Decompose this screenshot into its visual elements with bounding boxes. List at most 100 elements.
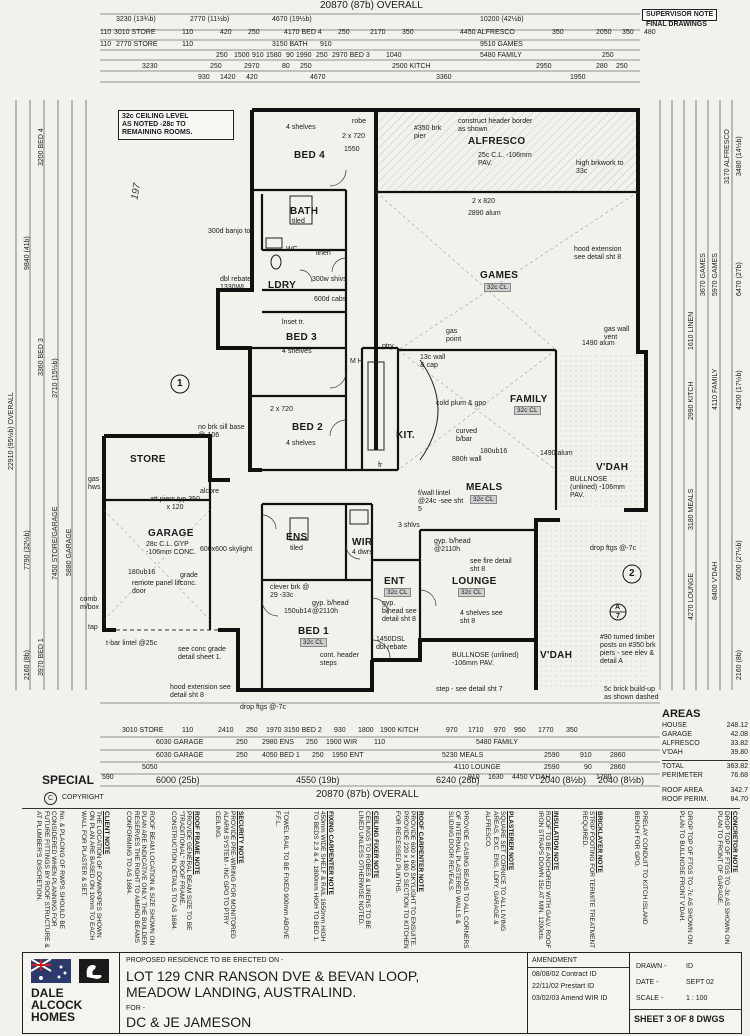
top-dim-row-6: 930 1420 420 4670 3360 1950 [198,74,586,81]
bed1-gyp: gyp. b/head @2110h [312,600,349,615]
room-bath: BATH [290,206,319,217]
alcore-label: alcore [200,488,220,495]
ldry-shivs: 300w shivs [312,276,347,283]
garage-panel: remote panel lift door [132,580,182,595]
right-dimension-lines [659,100,733,690]
bottom-dim-row-6: 6000 (25b) 4550 (19b) 6240 (26b) 2040 (8… [156,775,645,785]
note-title: CLIENT NOTE [102,811,110,855]
bed1-clever: clever brk @ 29 -33c [270,584,310,599]
note-title: ROOF FRAME NOTE [192,811,200,875]
dsl-label: 1450DSL dbl rebate [376,636,408,651]
room-lounge: LOUNGE [452,576,497,587]
scale-label: SCALE - [636,995,664,1002]
top-dim-row-1: 3230 (13¾b) 2770 (11½b) 4670 (19½b) 1020… [116,16,524,23]
amendment-row: 03/02/03 Amend WIR ID [532,995,608,1002]
note-body: ROOF TO BE ANCHORED WITH GALV. ROOF IRON… [536,811,552,949]
garage-lintel: t-bar lintel @25c [106,640,158,647]
title-block: DALE ALCOCK HOMES PROPOSED RESIDENCE TO … [22,952,742,1034]
garage-180ub: 180ub16 [128,569,156,576]
bed4-dim2: 1550 [344,146,360,153]
supervisor-note-label: SUPERVISOR NOTE [642,9,718,21]
right-dim-meals: 3180 MEALS [688,488,695,530]
final-drawings-label: FINAL DRAWINGS [646,21,707,28]
amendment-row: 22/11/02 Prestart ID [532,983,595,990]
bottom-dim-row-3: 6030 GARAGE 250 4050 BED 1 250 1950 ENT … [156,752,626,759]
note-body: STRIP FOOTING FOR TERMITE TREATMENT REQU… [581,811,596,948]
garage-grade: grade conc. [180,572,198,587]
amendment-block: AMENDMENT 08/08/02 Contract ID 22/11/02 … [527,953,630,1033]
left-dim-bed4: 3200 BED 4 [38,128,45,166]
garage-hood: hood extension see detail sht 8 [170,684,231,699]
alfresco-brkwork: high brkwork to 33c [576,160,624,175]
right-dim-linen: 1610 LINEN [688,311,695,350]
date-label: DATE - [636,979,659,986]
overall-dimension-bottom: 20870 (87b) OVERALL [316,789,419,800]
note-title: BRICKLAYER NOTE [596,811,604,873]
family-alum: 1490 alum [540,450,573,457]
bottom-dimension-lines [100,702,660,787]
room-kit: KIT. [396,430,415,441]
games-alum: 1490 alum [582,340,615,347]
right-dim-games2: 3670 GAMES [700,253,707,296]
meals-shlvs: 3 shlvs [398,522,420,529]
bed4-robe: robe [352,118,367,125]
left-dim-seg3: 2160 (8b) [24,650,31,680]
note-title: PLASTERER NOTE [506,811,514,871]
flag-icon [31,959,71,983]
vdah2-posts: #90 turned timber posts on #350 brk pier… [600,634,656,665]
drawing-info-block: DRAWN - ID DATE - SEPT 02 SCALE - 1 : 10… [629,953,742,1033]
address-line1: LOT 129 CNR RANSON DVE & BEVAN LOOP, [126,968,420,984]
games-hood: hood extension see detail sht 8 [574,246,622,261]
note-body: DROP TOP OF FTGS TO -3c AS SHOWN ON PLAN… [716,811,731,945]
areas-row: ROOF PERIM.84.70 [662,796,748,803]
bottom-dim-row-2: 6030 GARAGE 250 2980 ENS 250 1900 WIR 11… [156,739,518,746]
bottom-dim-row-4: 5050 4110 LOUNGE 2590 90 2860 [142,764,626,771]
exterior-walls [102,108,648,692]
top-dim-row-4: 250 1500 910 1580 90 1990 250 2970 BED 3… [216,52,614,59]
room-bed2: BED 2 [292,422,323,433]
note-title: CEILING FIXER NOTE [372,811,379,879]
note-column: DROP TOP OF FTGS TO -7c AS SHOWN ON PLAN… [650,809,695,951]
wir-dwrs: 4 dwrs [352,549,373,556]
bed2-shelves: 4 shelves [286,440,316,447]
note-body: No. & PLACING OF RWPS SHOULD BE CONSIDER… [35,811,65,948]
room-ens: ENS [286,532,308,543]
left-dim-seg1: 9840 (41b) [24,236,31,270]
for-label: FOR - [126,1005,146,1012]
overall-dimension-top: 20870 (87b) OVERALL [320,0,423,11]
bottom-dim-row-1: 3010 STORE 110 2410 250 1970 3150 BED 2 … [122,727,578,734]
bed4-shelves: 4 shelves [286,124,316,131]
bed4-dim: 2 x 720 [342,133,365,140]
bed3-shelves: 4 shelves [282,348,312,355]
door-swings [261,169,437,659]
room-store: STORE [130,454,166,465]
family-vent: gas wall vent [604,326,630,341]
proposed-label: PROPOSED RESIDENCE TO BE ERECTED ON - [126,957,284,964]
drop-ftgs-right: drop ftgs @-7c [590,545,637,552]
room-ldry: LDRY [268,280,297,291]
note-title: CONCRETOR NOTE [731,811,738,873]
bed1-cl: 32c CL [300,638,327,647]
note-column: PROVIDE CASING BEADS TO ALL CORNERS OF I… [426,809,471,951]
right-dim-games: 6470 (27b) [736,262,743,296]
bed3-lintel: lnset tr. [282,319,305,326]
right-dim-kitch: 2990 KITCH [688,381,695,420]
bed1-150: 150ub14 [284,608,312,615]
bath-tiled: tiled [292,218,305,225]
store-piers: att piers typ 350 x 120 [150,496,200,511]
right-dim-games3: 5970 GAMES [712,253,719,296]
note-body: 450mm WIDE SHELF & RAIL 1650mm HIGH TO B… [312,811,327,942]
family-cl: 32c CL [514,406,541,415]
room-vdah-right: V'DAH [596,462,629,473]
